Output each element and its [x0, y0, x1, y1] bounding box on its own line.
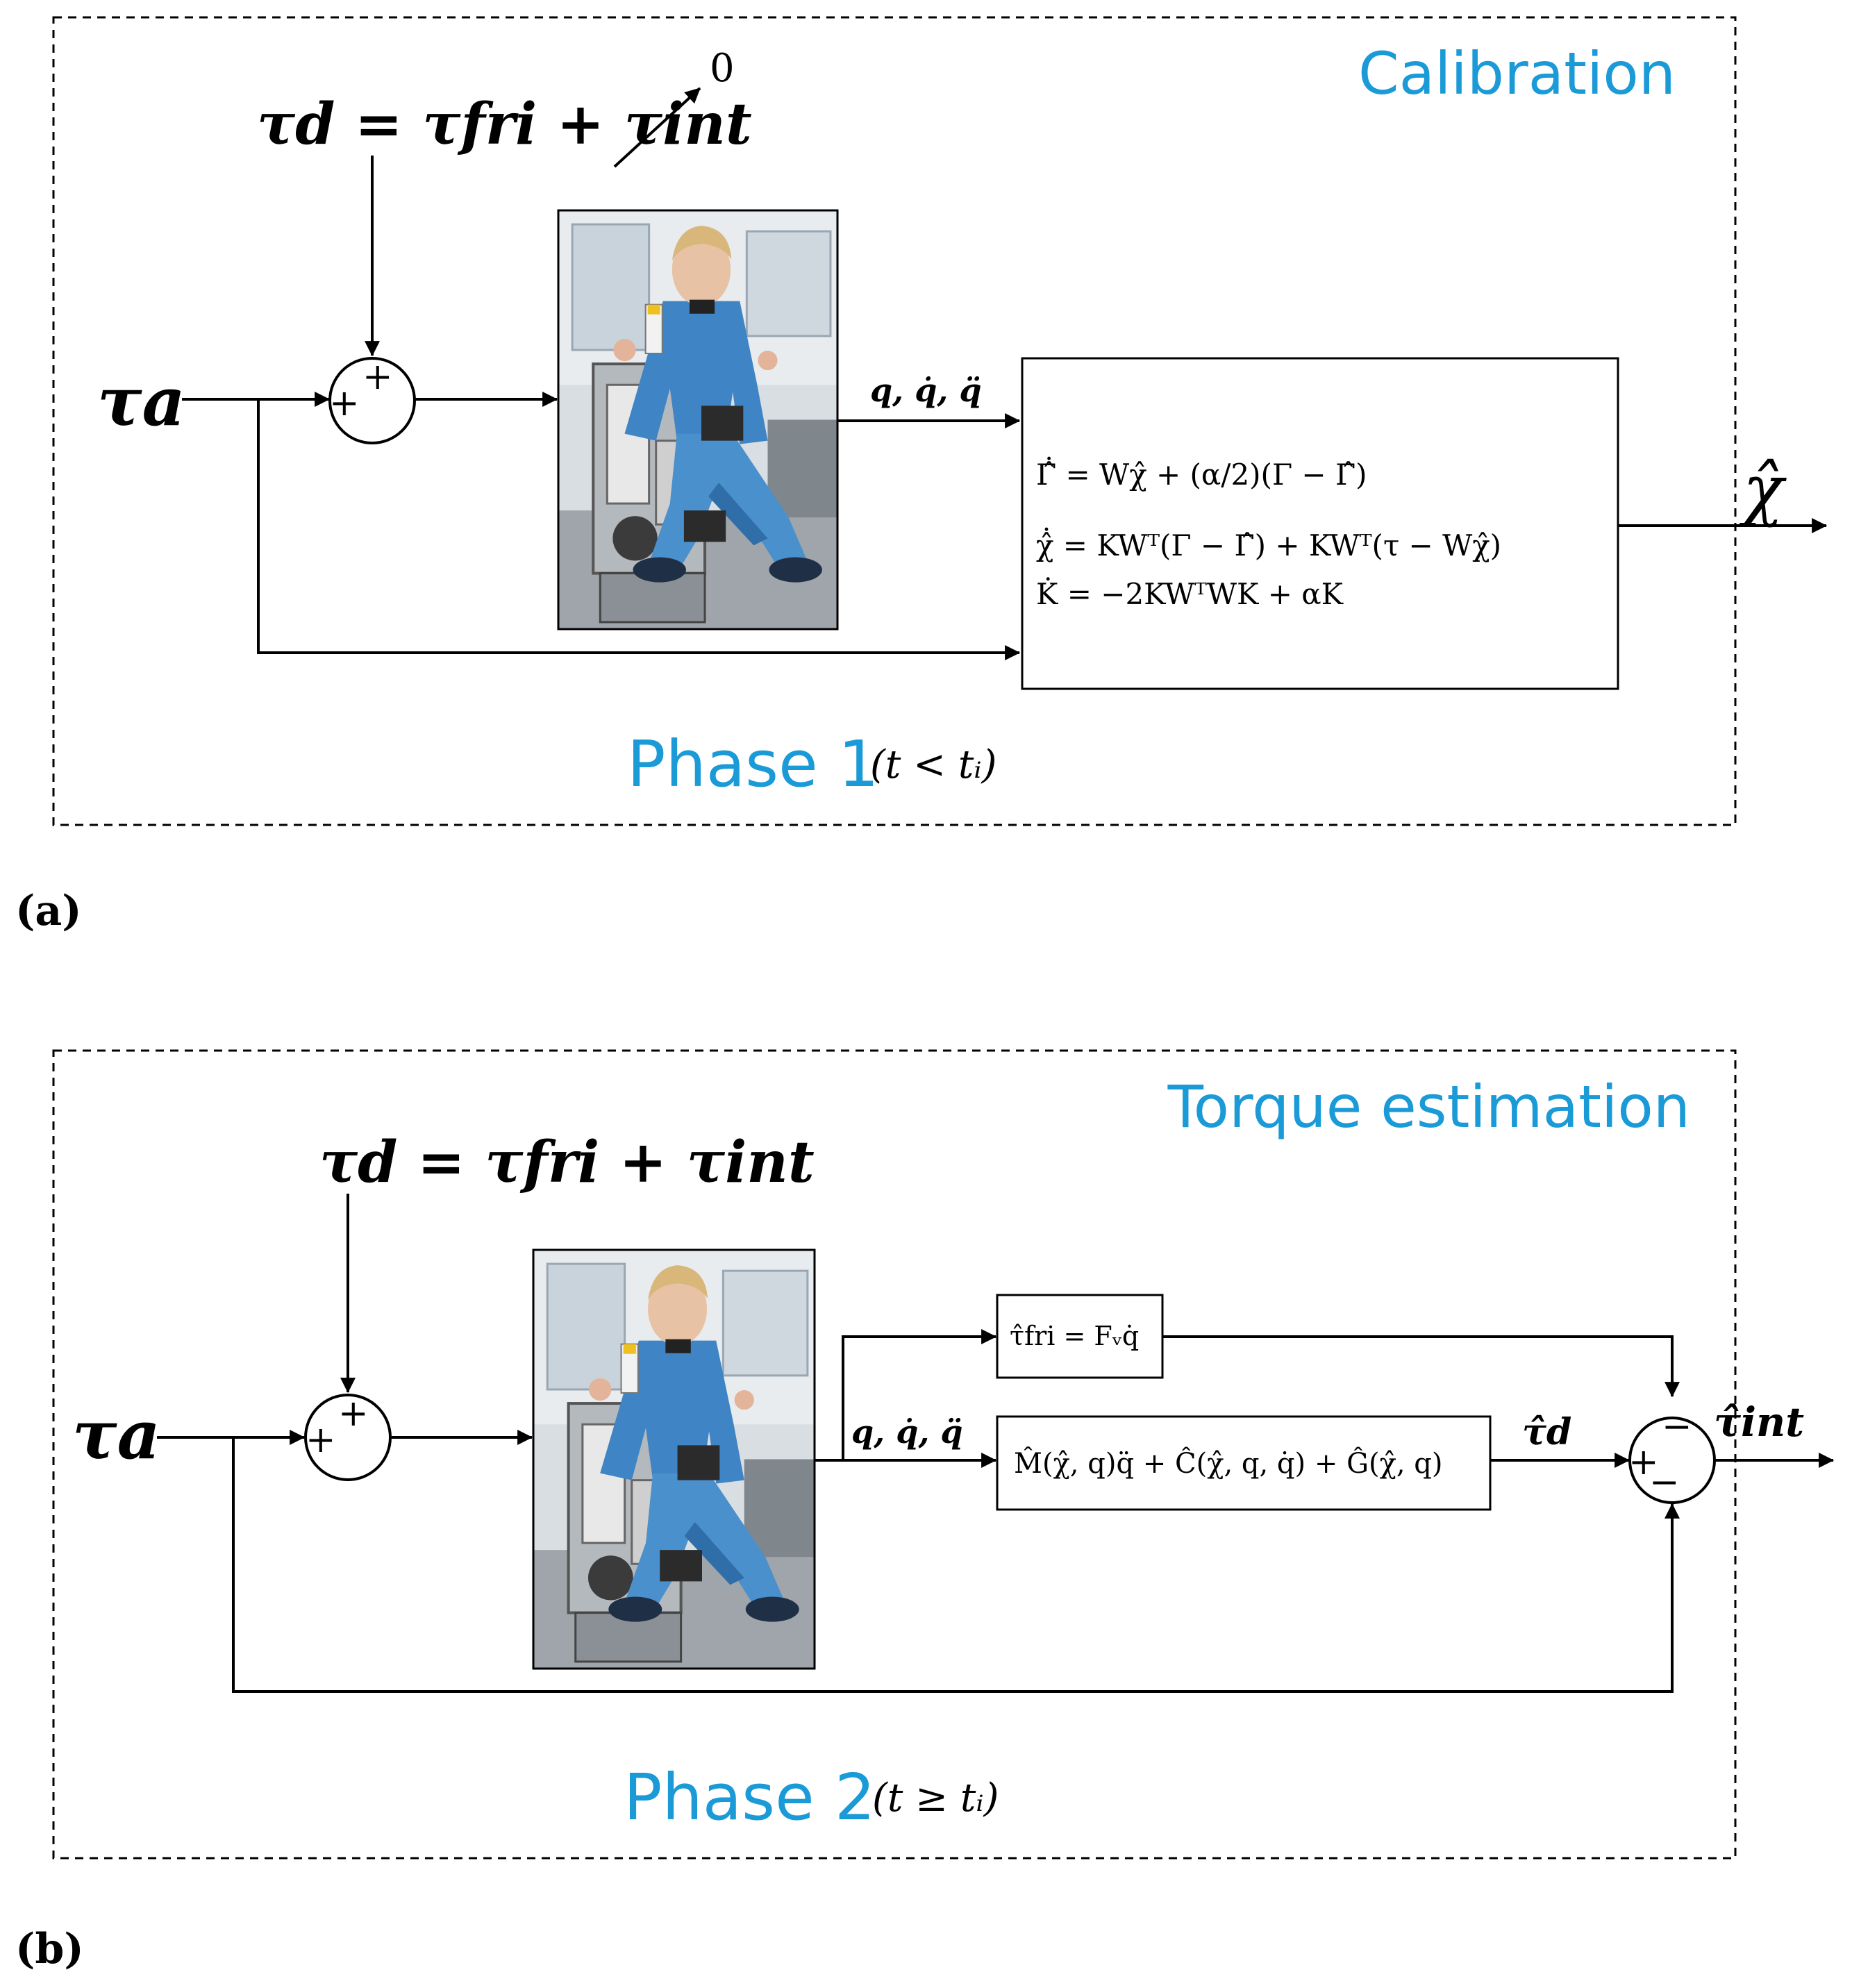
diff-sign-top: −	[1662, 1406, 1692, 1448]
input-label-b: τa	[72, 1396, 160, 1474]
panel-a-title: Calibration	[1358, 40, 1676, 108]
zero-strike-arrow	[613, 87, 701, 168]
robot-exoskeleton-photo-b	[532, 1248, 816, 1670]
sum-sign-left-a: +	[329, 383, 360, 424]
feedback-arrow-a	[257, 399, 1021, 660]
phase-condition-b: (t ≥ tᵢ)	[872, 1776, 999, 1821]
panel-a: Calibration τd = τfri + τint 0 τa + + q,…	[52, 16, 1828, 826]
subfigure-label-a: (a)	[15, 887, 82, 935]
sum-sign-top-b: +	[338, 1393, 369, 1435]
friction-model-text: τ̂fri = Fᵥq̇	[1010, 1321, 1139, 1351]
feedback-arrow-b	[232, 1437, 1680, 1693]
disturbance-equation-a: τd = τfri + τint	[257, 91, 752, 158]
adaptive-law-line-1: Γ̂̇ = Wχ̂ + (α/2)(Γ − Γ̂)	[1036, 456, 1367, 492]
sum-sign-top-a: +	[362, 356, 393, 398]
friction-branch-arrow	[842, 1329, 997, 1460]
phase-label-b: Phase 2	[624, 1760, 875, 1835]
robot-exoskeleton-photo	[557, 209, 839, 630]
sum-sign-left-b: +	[306, 1419, 336, 1461]
panel-a-frame	[52, 16, 1737, 826]
phase-condition-a: (t < tᵢ)	[870, 742, 997, 787]
panel-b-frame	[52, 1049, 1737, 1860]
dynamics-model-block	[996, 1415, 1492, 1511]
adaptive-law-line-3: K̇ = −2KWᵀWK + αK	[1036, 576, 1344, 611]
dynamics-model-text: M̂(χ̂, q)q̈ + Ĉ(χ̂, q, q̇) + Ĝ(χ̂, q)	[1014, 1447, 1443, 1480]
zero-label: 0	[710, 46, 735, 91]
adaptive-law-block	[1021, 357, 1619, 690]
output-label-b: τ̂int	[1714, 1398, 1804, 1446]
friction-to-diff-arrow	[1162, 1335, 1680, 1398]
panel-b-title: Torque estimation	[1167, 1073, 1690, 1141]
disturbance-equation-b: τd = τfri + τint	[319, 1129, 815, 1196]
input-label-a: τa	[97, 362, 185, 441]
phase-label-a: Phase 1	[627, 727, 878, 801]
signal-label-a: q, q̇, q̈	[870, 371, 982, 409]
friction-model-block	[996, 1294, 1164, 1379]
diff-sign-left: +	[1628, 1442, 1659, 1483]
panel-b: Torque estimation τd = τfri + τint τa + …	[52, 1049, 1835, 1860]
subfigure-label-b: (b)	[15, 1925, 84, 1973]
output-label-a: χ̂	[1739, 451, 1787, 528]
estimate-label: τ̂d	[1522, 1411, 1571, 1453]
adaptive-law-line-2: χ̂̇ = KWᵀ(Γ − Γ̂) + KWᵀ(τ − Wχ̂)	[1036, 527, 1501, 562]
signal-label-b: q, q̇, q̈	[851, 1413, 963, 1451]
diff-sign-bottom: −	[1649, 1462, 1680, 1503]
